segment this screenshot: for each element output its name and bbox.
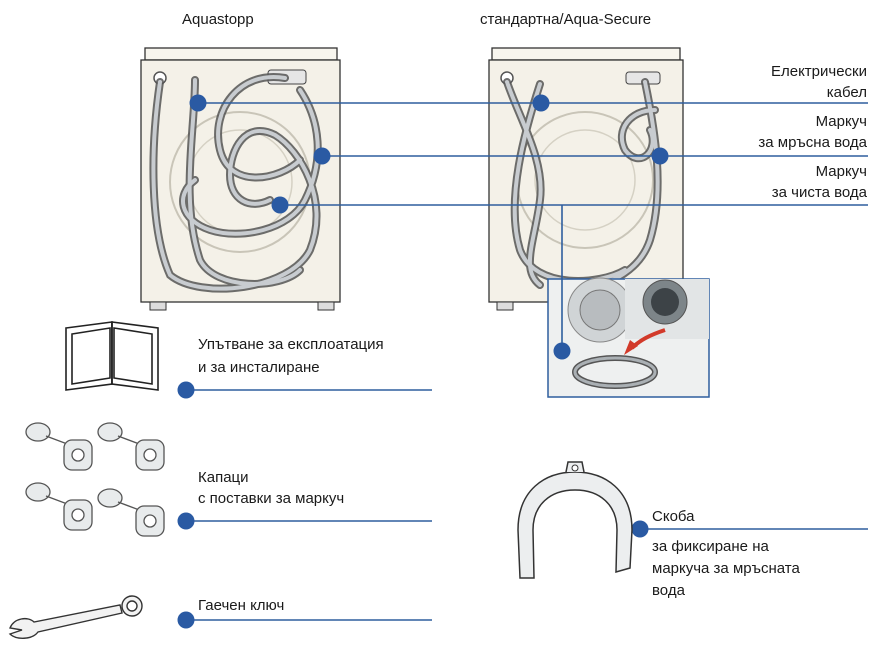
aquastop-machine — [141, 48, 340, 310]
fresh-dot-inset — [554, 343, 571, 360]
wrench-dot — [178, 612, 195, 629]
caps-dot — [178, 513, 195, 530]
bracket-icon — [518, 462, 632, 578]
book-icon — [66, 322, 158, 390]
standard-machine — [489, 48, 683, 310]
bracket-dot — [632, 521, 649, 538]
manual-dot — [178, 382, 195, 399]
drain-dot-left — [314, 148, 331, 165]
cable-dot-left — [190, 95, 207, 112]
inset-hose-image — [548, 278, 709, 397]
drain-dot-right — [652, 148, 669, 165]
caps-icon — [26, 423, 164, 536]
cable-dot-right — [533, 95, 550, 112]
wrench-icon — [10, 596, 142, 638]
fresh-dot-left — [272, 197, 289, 214]
